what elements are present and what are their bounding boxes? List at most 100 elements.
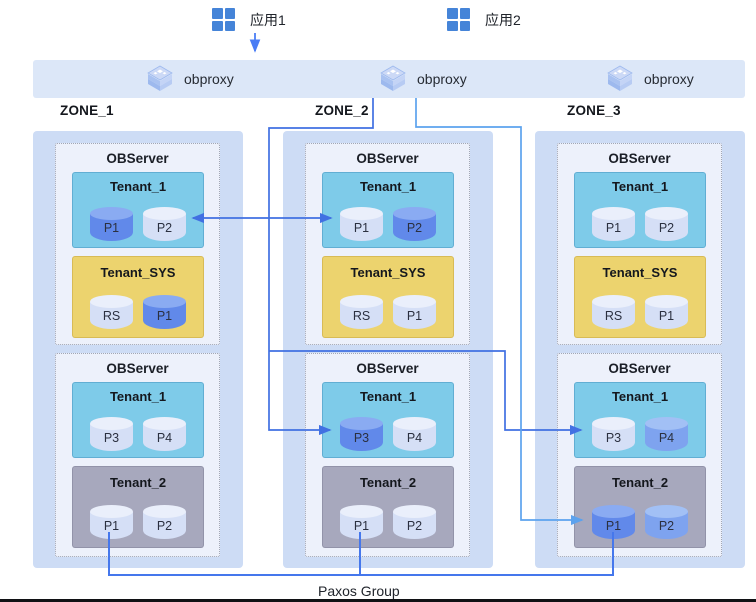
partition-cylinder: P4 (143, 417, 186, 451)
partition-cylinder: RS (340, 295, 383, 329)
tenant-box: Tenant_2 P1 P2 (574, 466, 706, 548)
partition-cylinder: P1 (393, 295, 436, 329)
partition-cylinder: P1 (592, 207, 635, 241)
zone-label: ZONE_1 (60, 103, 114, 118)
tenant-title: Tenant_1 (109, 179, 167, 194)
partition-cylinder: P3 (592, 417, 635, 451)
observer-box: OBServer Tenant_1 P3 P4 Tenant_2 P1 P2 (557, 353, 722, 557)
tenant-title: Tenant_1 (611, 389, 669, 404)
partition-label: P3 (353, 430, 370, 445)
partition-label: RS (352, 308, 371, 323)
app-grid-icon (212, 8, 235, 31)
partition-cylinder: P3 (90, 417, 133, 451)
partition-label: P1 (156, 308, 173, 323)
partition-cylinder: P2 (143, 207, 186, 241)
partition-label: P1 (605, 518, 622, 533)
observer-title: OBServer (608, 151, 671, 166)
partition-cylinder: RS (592, 295, 635, 329)
partition-cylinder: P1 (90, 207, 133, 241)
partition-label: RS (604, 308, 623, 323)
partition-label: P4 (406, 430, 423, 445)
obproxy-stack-icon (607, 65, 633, 91)
partition-label: P2 (156, 518, 173, 533)
partition-label: P4 (156, 430, 173, 445)
tenant-title: Tenant_1 (359, 179, 417, 194)
tenant-title: Tenant_2 (359, 475, 417, 490)
tenant-box: Tenant_1 P1 P2 (574, 172, 706, 248)
partition-label: P2 (406, 518, 423, 533)
observer-box: OBServer Tenant_1 P1 P2 Tenant_SYS RS P1 (55, 143, 220, 345)
partition-cylinder: P1 (340, 207, 383, 241)
app-grid-icon (447, 8, 470, 31)
tenant-title: Tenant_2 (109, 475, 167, 490)
observer-title: OBServer (106, 151, 169, 166)
paxos-group-label: Paxos Group (318, 583, 400, 599)
zone-label: ZONE_3 (567, 103, 621, 118)
zone-1: OBServer Tenant_1 P1 P2 Tenant_SYS RS P1… (33, 131, 243, 568)
tenant-title: Tenant_2 (611, 475, 669, 490)
tenant-box: Tenant_1 P1 P2 (72, 172, 204, 248)
app-label: 应用2 (485, 11, 521, 28)
app-label: 应用1 (250, 11, 286, 28)
tenant-box: Tenant_SYS RS P1 (574, 256, 706, 338)
partition-cylinder: P4 (645, 417, 688, 451)
obproxy-bar: obproxy obproxy obproxy (33, 60, 745, 98)
obproxy-label: obproxy (184, 71, 234, 87)
tenant-title: Tenant_SYS (100, 265, 176, 280)
partition-label: P1 (406, 308, 423, 323)
tenant-box: Tenant_SYS RS P1 (72, 256, 204, 338)
obproxy-label: obproxy (417, 71, 467, 87)
partition-cylinder: P1 (143, 295, 186, 329)
partition-label: P4 (658, 430, 675, 445)
partition-label: P1 (103, 518, 120, 533)
partition-label: P2 (658, 518, 675, 533)
tenant-box: Tenant_2 P1 P2 (322, 466, 454, 548)
tenant-title: Tenant_1 (109, 389, 167, 404)
tenant-box: Tenant_SYS RS P1 (322, 256, 454, 338)
partition-label: P1 (103, 220, 120, 235)
obproxy-label: obproxy (644, 71, 694, 87)
partition-cylinder: P2 (143, 505, 186, 539)
partition-label: P1 (605, 220, 622, 235)
observer-box: OBServer Tenant_1 P3 P4 Tenant_2 P1 P2 (305, 353, 470, 557)
observer-box: OBServer Tenant_1 P1 P2 Tenant_SYS RS P1 (305, 143, 470, 345)
partition-cylinder: RS (90, 295, 133, 329)
partition-cylinder: P4 (393, 417, 436, 451)
observer-title: OBServer (356, 151, 419, 166)
zone-2: OBServer Tenant_1 P1 P2 Tenant_SYS RS P1… (283, 131, 493, 568)
zone-3: OBServer Tenant_1 P1 P2 Tenant_SYS RS P1… (535, 131, 745, 568)
tenant-box: Tenant_1 P1 P2 (322, 172, 454, 248)
partition-label: P1 (353, 220, 370, 235)
partition-cylinder: P1 (90, 505, 133, 539)
partition-cylinder: P2 (645, 505, 688, 539)
observer-title: OBServer (608, 361, 671, 376)
tenant-box: Tenant_1 P3 P4 (322, 382, 454, 458)
partition-cylinder: P3 (340, 417, 383, 451)
observer-title: OBServer (106, 361, 169, 376)
partition-label: RS (102, 308, 121, 323)
partition-label: P2 (658, 220, 675, 235)
observer-box: OBServer Tenant_1 P1 P2 Tenant_SYS RS P1 (557, 143, 722, 345)
obproxy-node: obproxy (378, 60, 467, 98)
app-2: 应用2 (447, 8, 521, 31)
obproxy-node: obproxy (145, 60, 234, 98)
partition-cylinder: P1 (645, 295, 688, 329)
tenant-title: Tenant_SYS (350, 265, 426, 280)
obproxy-node: obproxy (605, 60, 694, 98)
partition-label: P3 (605, 430, 622, 445)
partition-label: P1 (658, 308, 675, 323)
partition-label: P2 (156, 220, 173, 235)
tenant-box: Tenant_1 P3 P4 (72, 382, 204, 458)
window-bottom-edge (0, 599, 756, 602)
partition-cylinder: P2 (393, 207, 436, 241)
tenant-title: Tenant_1 (611, 179, 669, 194)
partition-cylinder: P1 (340, 505, 383, 539)
tenant-box: Tenant_2 P1 P2 (72, 466, 204, 548)
observer-title: OBServer (356, 361, 419, 376)
partition-label: P1 (353, 518, 370, 533)
obproxy-stack-icon (380, 65, 406, 91)
obproxy-stack-icon (147, 65, 173, 91)
observer-box: OBServer Tenant_1 P3 P4 Tenant_2 P1 P2 (55, 353, 220, 557)
partition-cylinder: P2 (393, 505, 436, 539)
